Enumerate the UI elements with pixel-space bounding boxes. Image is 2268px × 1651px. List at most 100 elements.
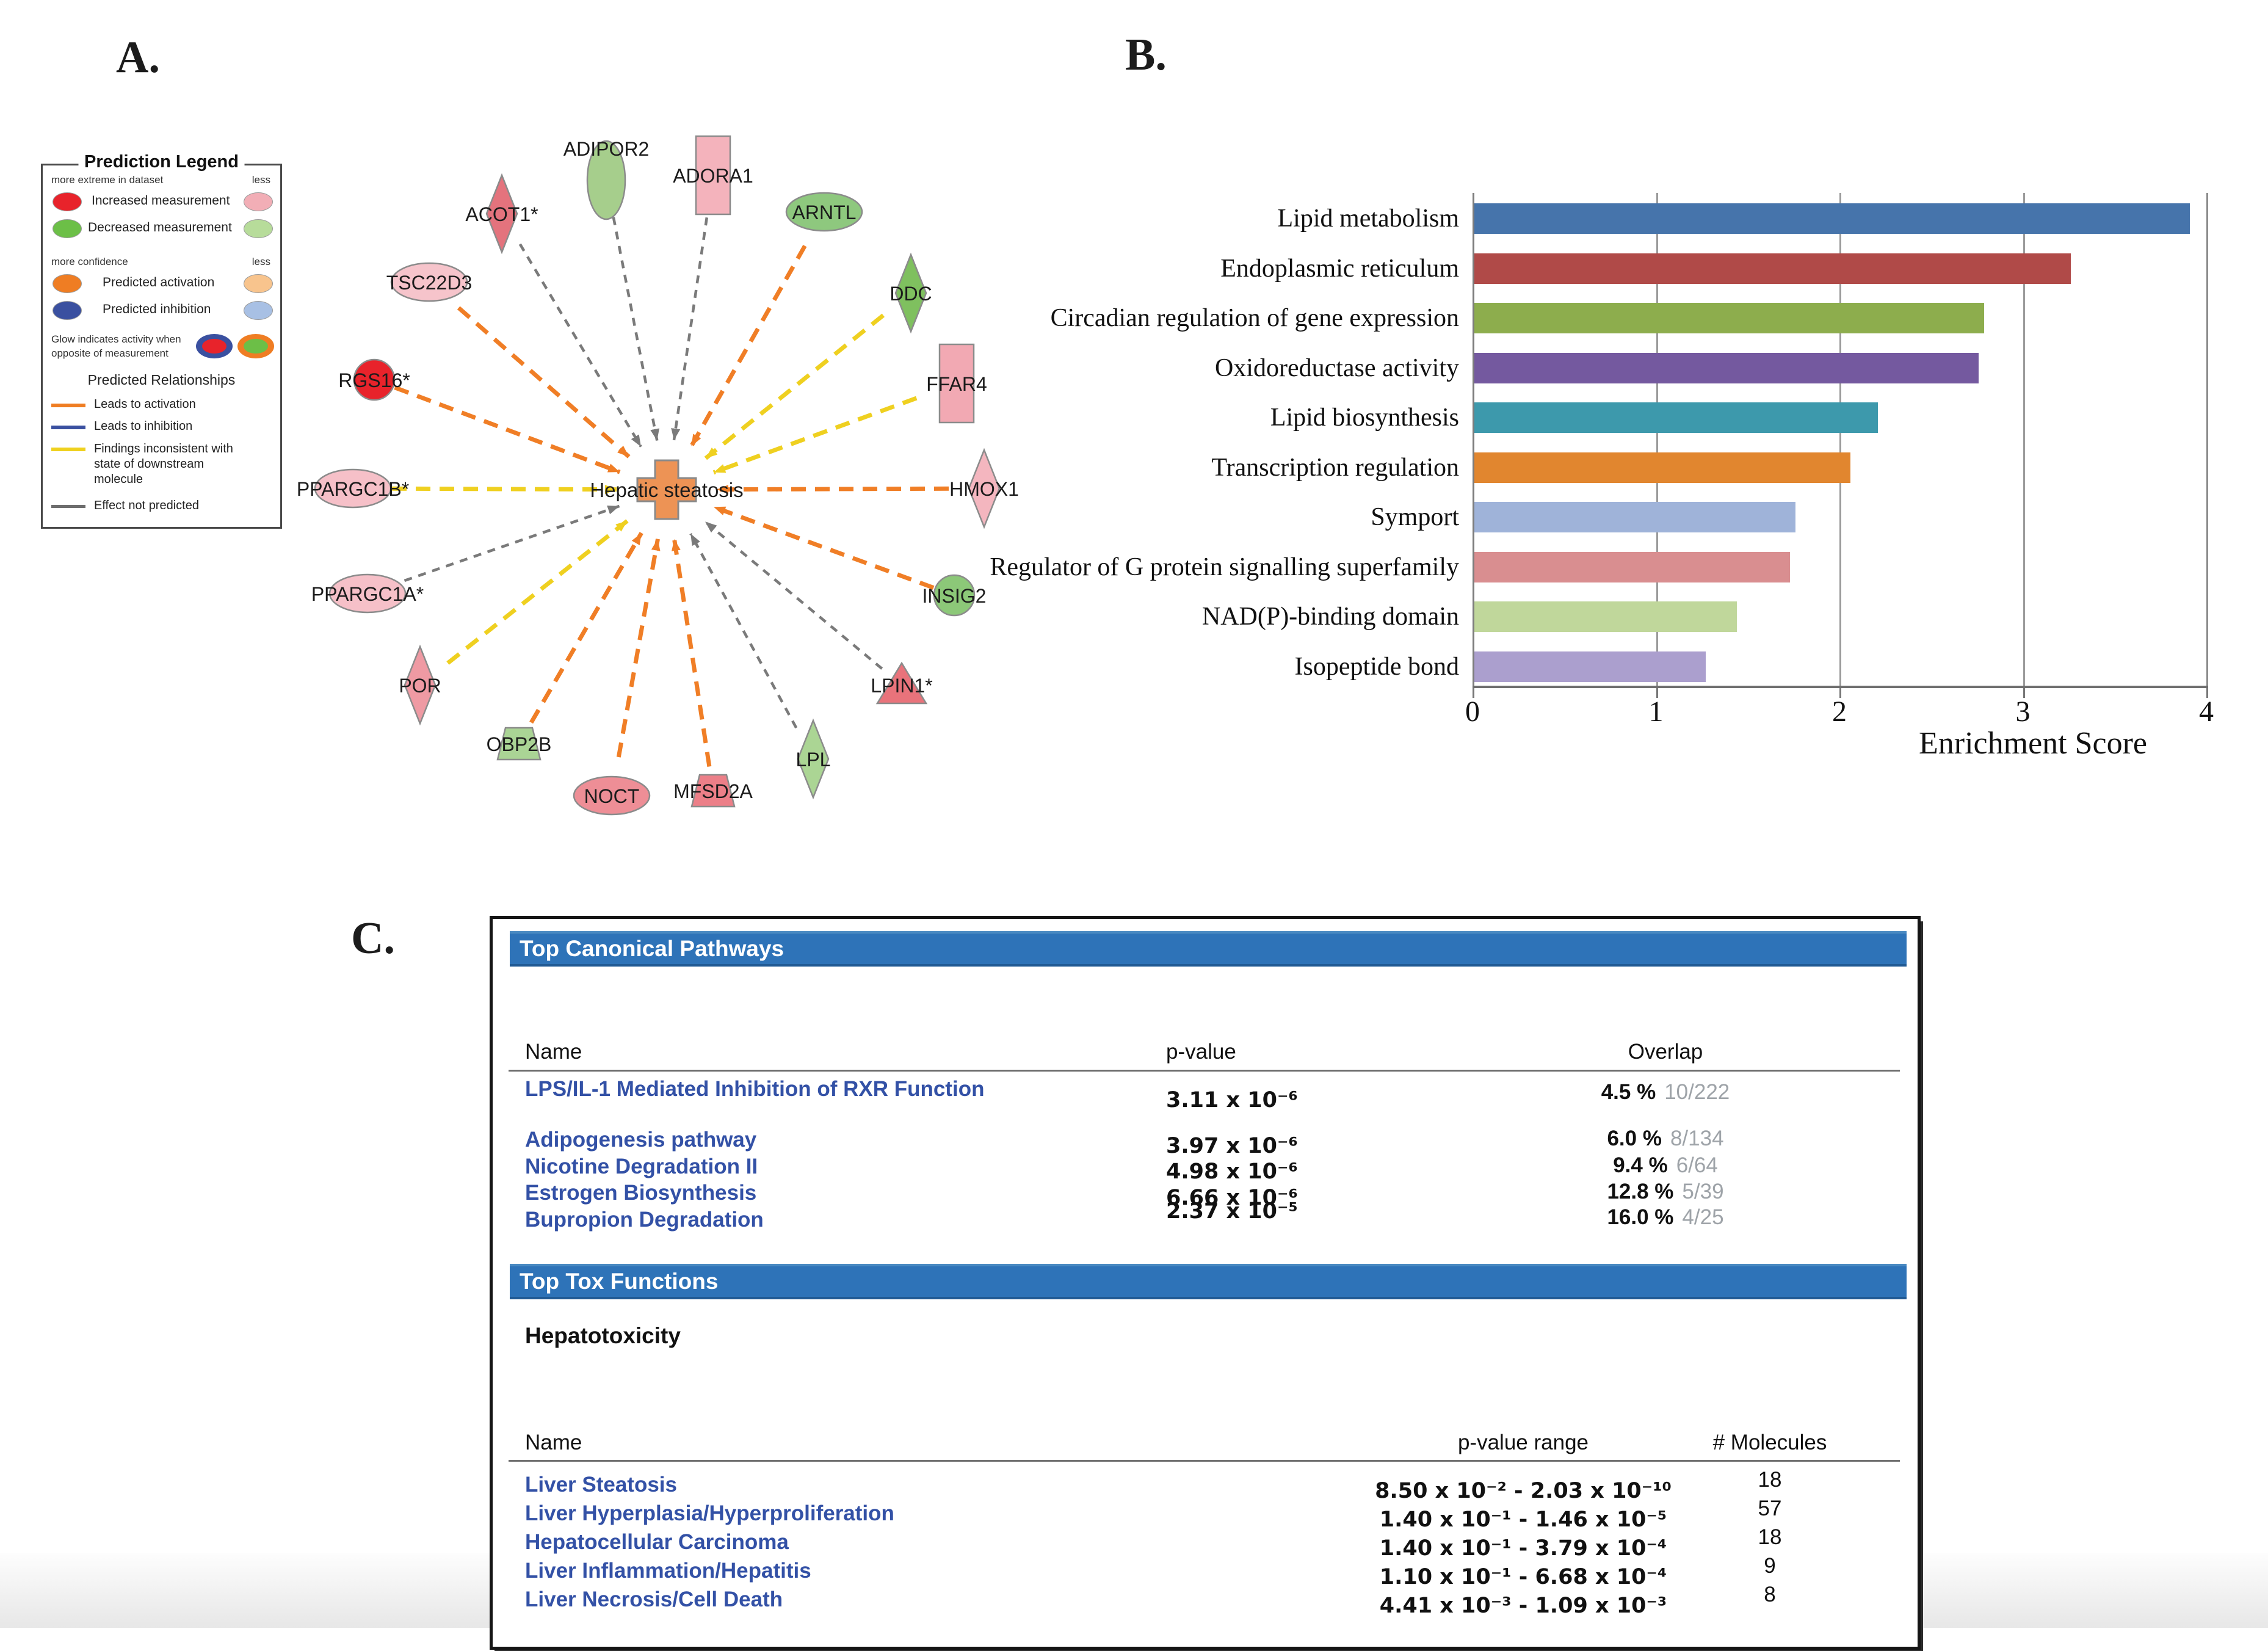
network-node[interactable]: [353, 358, 396, 401]
tox-molecule-count: 8: [1764, 1583, 1776, 1606]
pathways-table-box: Top Canonical Pathways Name p-value Over…: [490, 916, 1921, 1650]
x-axis-label: Enrichment Score: [1919, 726, 2147, 761]
effect-not-predicted-line-icon: [51, 505, 85, 508]
overlap-fraction: 5/39: [1682, 1180, 1724, 1203]
network-edge-orange: [671, 539, 712, 767]
overlap-fraction: 4/25: [1682, 1205, 1724, 1229]
more-extreme-label: more extreme in dataset: [51, 174, 164, 186]
bar-category-label: Symport: [1371, 503, 1459, 531]
network-node[interactable]: [404, 644, 437, 726]
tox-pvalue-range: 1.10 x 10⁻¹ - 6.68 x 10⁻⁴: [1379, 1565, 1667, 1589]
tox-function-link[interactable]: Liver Inflammation/Hepatitis: [525, 1559, 811, 1583]
network-edge-orange: [457, 306, 631, 459]
bar-category-label: Isopeptide bond: [1294, 652, 1459, 681]
network-node-label: ACOT1*: [465, 203, 538, 225]
less-label-2: less: [252, 256, 270, 267]
panel-c-label: C.: [351, 913, 395, 963]
network-node[interactable]: [785, 192, 863, 232]
pathway-pvalue: 6.66 x 10⁻⁶: [1166, 1186, 1298, 1210]
network-node[interactable]: [968, 448, 1001, 529]
network-node[interactable]: [933, 574, 976, 617]
tox-col-molecules: # Molecules: [1712, 1431, 1827, 1454]
network-node-label: POR: [399, 675, 441, 697]
bar-oxidoreductase-activity: [1474, 352, 1979, 383]
network-node[interactable]: [390, 262, 468, 302]
network-edge-gray: [689, 532, 798, 729]
findings-inconsistent-label: Findings inconsistent with state of down…: [94, 442, 233, 486]
canonical-col-pvalue: p-value: [1166, 1040, 1236, 1064]
tox-pvalue-range: 4.41 x 10⁻³ - 1.09 x 10⁻³: [1379, 1594, 1667, 1618]
pathway-link[interactable]: LPS/IL-1 Mediated Inhibition of RXR Func…: [525, 1077, 985, 1101]
network-edge-orange: [529, 532, 643, 724]
network-node-label: LPIN1*: [871, 675, 932, 697]
network-node-label: TSC22D3: [386, 272, 473, 294]
bar-transcription-regulation: [1474, 452, 1851, 483]
network-node-label: MFSD2A: [673, 780, 753, 802]
tox-function-link[interactable]: Liver Steatosis: [525, 1473, 677, 1497]
bar-category-label: Lipid biosynthesis: [1270, 404, 1459, 432]
bar-lipid-biosynthesis: [1474, 402, 1879, 433]
network-node-label: LPL: [796, 749, 831, 771]
network-node-label: PPARGC1B*: [297, 478, 409, 500]
overlap-percent: 9.4 %: [1613, 1153, 1668, 1177]
prediction-legend-title: Prediction Legend: [78, 152, 245, 172]
leads-to-activation-line-icon: [51, 404, 85, 407]
decreased-measurement-label: Decreased measurement: [88, 220, 232, 234]
network-node[interactable]: [496, 727, 542, 761]
gridline: [1839, 193, 1841, 686]
overlap-fraction: 8/134: [1670, 1127, 1724, 1150]
pathway-link[interactable]: Bupropion Degradation: [525, 1208, 764, 1232]
x-tick-mark: [1473, 688, 1474, 698]
network-node[interactable]: [586, 140, 626, 220]
x-tick-label: 2: [1832, 695, 1847, 728]
x-tick-mark: [2206, 688, 2208, 698]
network-node[interactable]: [695, 135, 731, 216]
decreased-low-icon: [244, 219, 273, 238]
panel-b-label: B.: [1125, 30, 1167, 80]
tox-function-link[interactable]: Liver Hyperplasia/Hyperproliferation: [525, 1501, 894, 1525]
network-edge-orange: [394, 385, 621, 474]
network-node[interactable]: [328, 573, 407, 614]
bar-category-label: Lipid metabolism: [1277, 205, 1459, 233]
network-center-node[interactable]: [636, 459, 697, 520]
pathway-overlap: 4.5 %10/222: [1513, 1080, 1818, 1105]
network-node[interactable]: [894, 252, 927, 334]
pathway-link[interactable]: Adipogenesis pathway: [525, 1128, 757, 1152]
network-center-label: Hepatic steatosis: [590, 479, 743, 501]
pathway-link[interactable]: Estrogen Biosynthesis: [525, 1181, 757, 1205]
inhibition-low-icon: [244, 301, 273, 320]
bar-endoplasmic-reticulum: [1474, 253, 2071, 284]
bar-lipid-metabolism: [1474, 203, 2190, 234]
network-edge-yellow: [712, 396, 918, 475]
bar-category-label: NAD(P)-binding domain: [1201, 603, 1459, 631]
pathway-pvalue: 3.97 x 10⁻⁶: [1166, 1134, 1298, 1158]
x-axis-line: [1473, 686, 2208, 688]
network-node-label: HMOX1: [949, 478, 1019, 500]
overlap-percent: 12.8 %: [1607, 1180, 1674, 1203]
pathway-overlap: 16.0 %4/25: [1513, 1205, 1818, 1230]
tox-function-link[interactable]: Liver Necrosis/Cell Death: [525, 1588, 783, 1611]
x-tick-label: 3: [2015, 695, 2031, 728]
network-node[interactable]: [938, 343, 975, 424]
network-node[interactable]: [690, 774, 736, 808]
tox-function-link[interactable]: Hepatocellular Carcinoma: [525, 1530, 789, 1554]
panel-a-label: A.: [116, 32, 160, 82]
overlap-fraction: 10/222: [1664, 1080, 1730, 1104]
network-node-label: ADIPOR2: [563, 138, 649, 160]
activation-low-icon: [244, 274, 273, 293]
network-node[interactable]: [797, 718, 830, 800]
leads-to-inhibition-label: Leads to inhibition: [94, 419, 193, 433]
network-node[interactable]: [573, 775, 651, 816]
tox-pvalue-range: 1.40 x 10⁻¹ - 3.79 x 10⁻⁴: [1379, 1536, 1667, 1561]
network-edge-orange: [689, 244, 807, 448]
x-tick-mark: [2023, 688, 2025, 698]
network-node[interactable]: [875, 661, 928, 705]
network-edge-yellow: [446, 519, 629, 665]
network-node[interactable]: [485, 173, 518, 255]
network-node[interactable]: [314, 468, 392, 509]
pathway-link[interactable]: Nicotine Degradation II: [525, 1155, 758, 1178]
network-node-label: DDC: [889, 283, 932, 305]
